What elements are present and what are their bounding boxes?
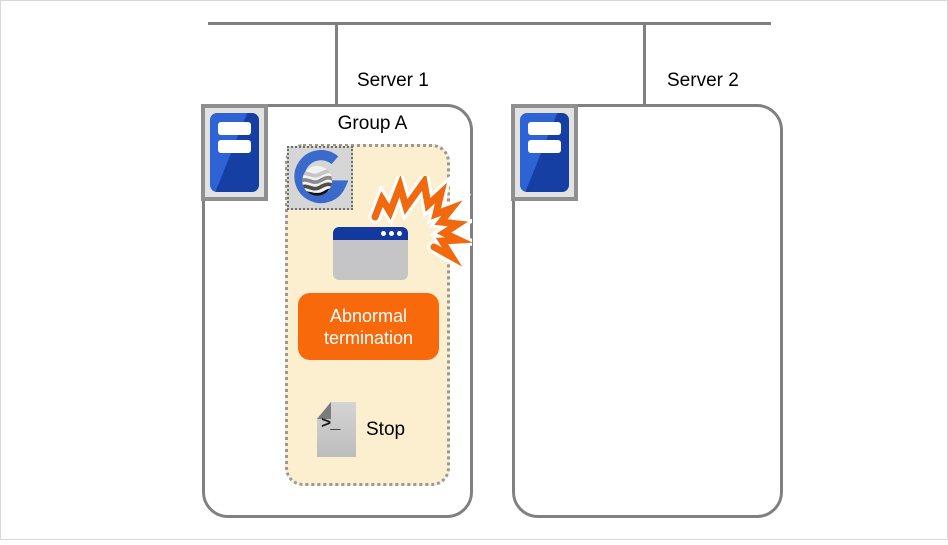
stop-script-file-icon: >_ (317, 402, 356, 457)
application-window-icon (333, 227, 408, 280)
server2-label: Server 2 (667, 70, 739, 91)
server1-tower-icon (201, 104, 268, 201)
g-logo-svg (294, 150, 348, 204)
server-tower-body (210, 113, 259, 192)
server-drive-slot (218, 140, 251, 153)
server2-tower-icon (511, 104, 578, 201)
server-drive-slot (218, 122, 251, 135)
server-drive-slot (528, 122, 561, 135)
window-dot-icon (397, 231, 402, 236)
server-tower-body (520, 113, 569, 192)
badge-line2: termination (323, 327, 414, 348)
window-dot-icon (381, 231, 386, 236)
clusterpro-g-logo-icon (287, 146, 353, 210)
server-drive-slot (528, 140, 561, 153)
server1-network-link (335, 24, 338, 105)
abnormal-termination-badge: Abnormal termination (298, 293, 439, 360)
script-prompt-glyph: >_ (321, 415, 340, 434)
server1-label: Server 1 (357, 70, 429, 91)
server2-network-link (643, 24, 646, 105)
crash-burst-icon (368, 176, 472, 268)
stop-label: Stop (366, 419, 406, 440)
network-bus-line (208, 22, 771, 25)
window-dot-icon (389, 231, 394, 236)
badge-line1: Abnormal (329, 305, 408, 326)
window-body (333, 240, 408, 280)
group-a-label: Group A (337, 113, 408, 134)
window-titlebar (333, 227, 408, 240)
